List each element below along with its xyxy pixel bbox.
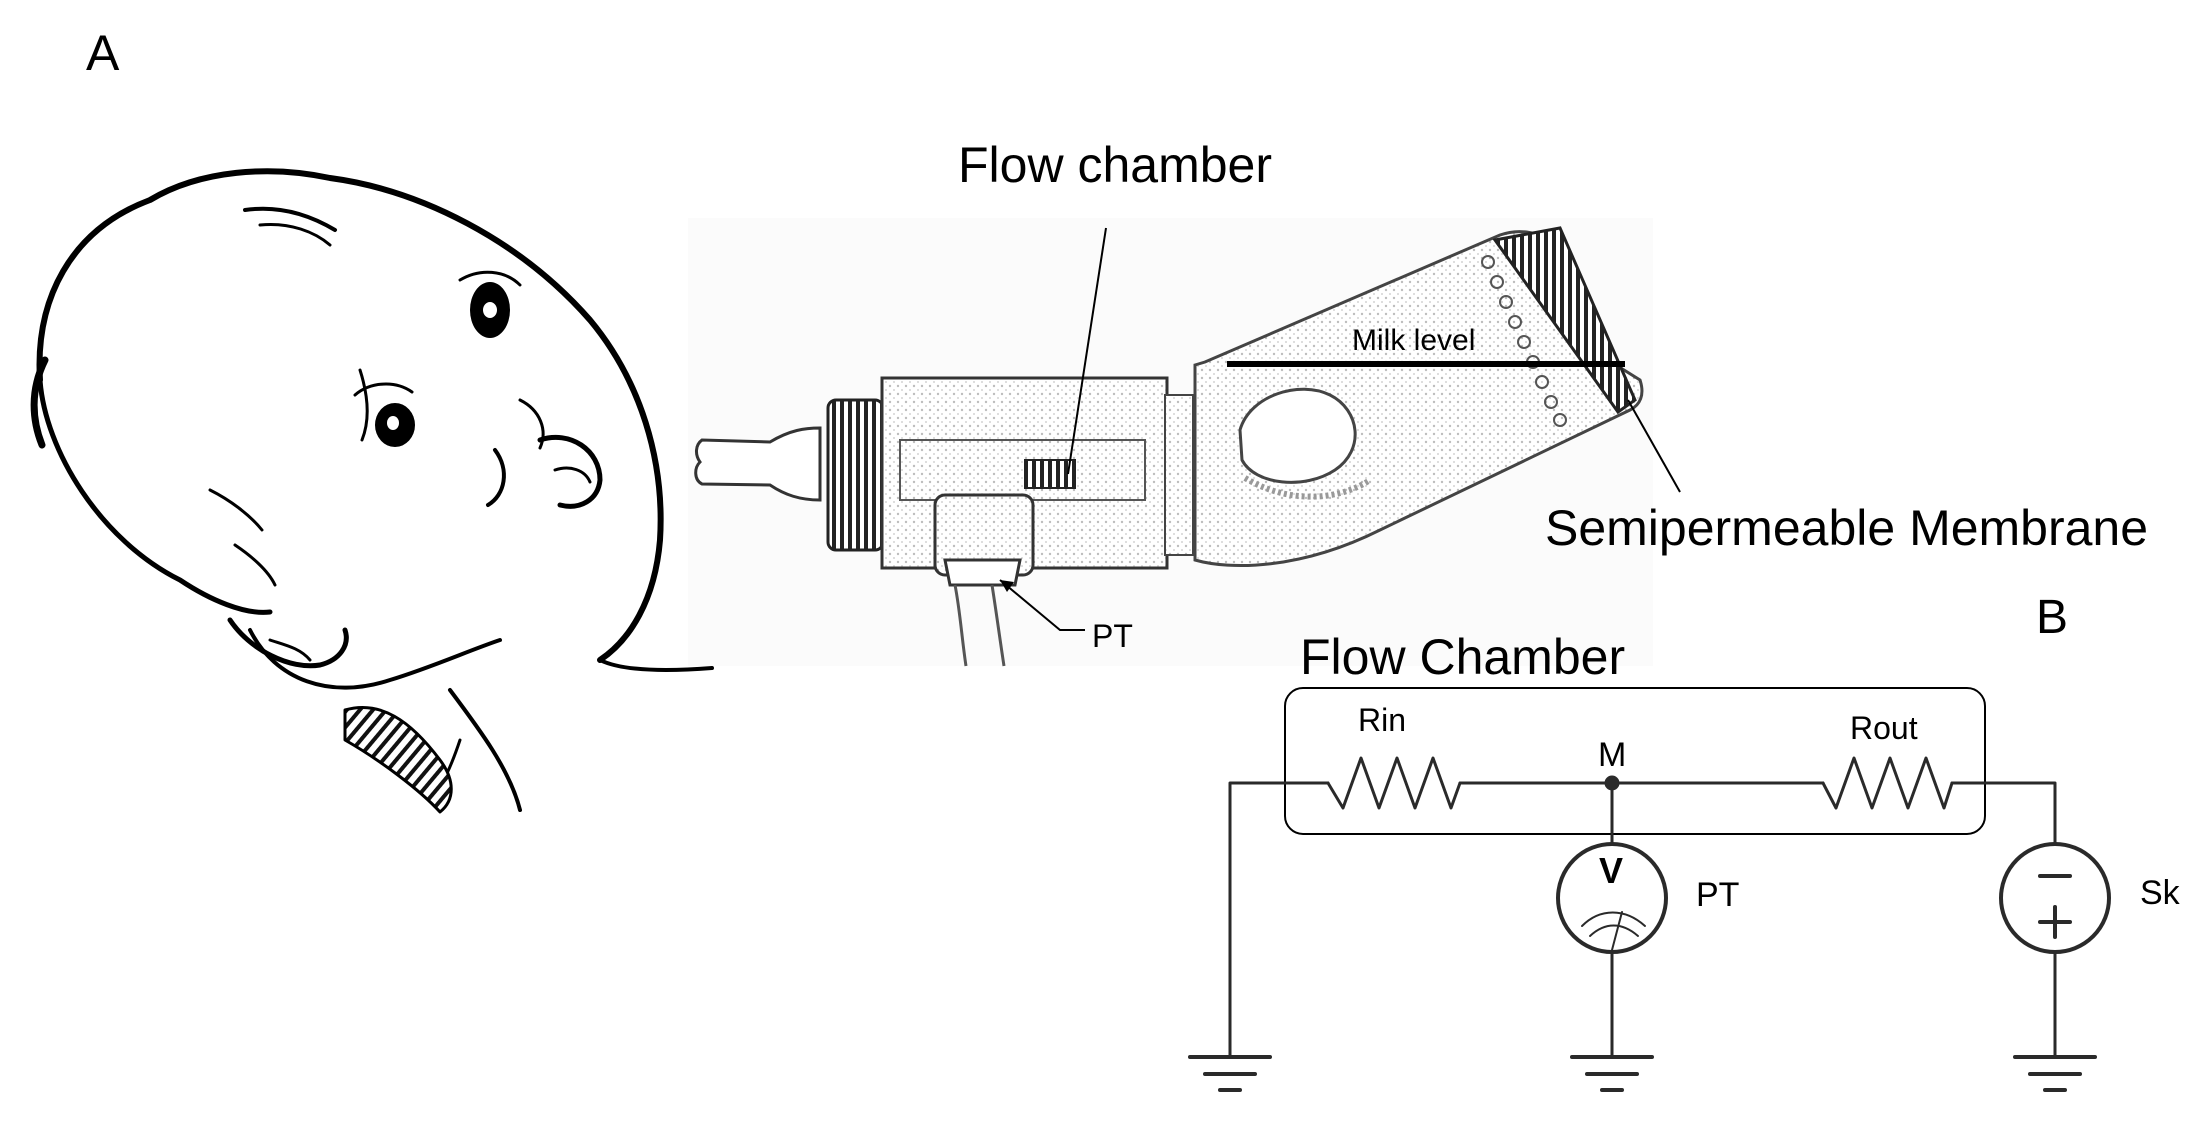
membrane-leader xyxy=(1627,399,1681,493)
ground-middle xyxy=(1570,1055,1654,1092)
pt-arrowhead xyxy=(1000,580,1014,592)
pt-meter-label: PT xyxy=(1696,876,1740,914)
voltmeter-symbol: V xyxy=(1599,850,1624,891)
flow-chamber-label: Flow chamber xyxy=(958,137,1272,193)
ground-right xyxy=(2013,1055,2097,1092)
bottle-illustration xyxy=(688,218,1653,667)
panel-label-b: B xyxy=(2036,591,2069,644)
circuit-diagram xyxy=(1188,687,2111,1092)
pt-leader xyxy=(999,579,1085,631)
flow-chamber-leader xyxy=(1067,227,1107,475)
membrane-label: Semipermeable Membrane xyxy=(1545,500,2149,556)
ground-left xyxy=(1188,1055,1272,1092)
node-m-label: M xyxy=(1598,736,1627,774)
source-label: Sk xyxy=(2140,874,2180,912)
rout-label: Rout xyxy=(1850,710,1918,746)
pt-bottle-label: PT xyxy=(1092,618,1133,654)
panel-label-a: A xyxy=(86,25,120,81)
resistor-rin xyxy=(1326,756,1462,810)
flow-chamber-box xyxy=(1284,687,1986,835)
infant-illustration xyxy=(30,168,714,814)
circuit-title: Flow Chamber xyxy=(1300,629,1626,685)
milk-level-label: Milk level xyxy=(1352,324,1476,357)
resistor-rout xyxy=(1821,756,1954,810)
rin-label: Rin xyxy=(1358,702,1407,738)
